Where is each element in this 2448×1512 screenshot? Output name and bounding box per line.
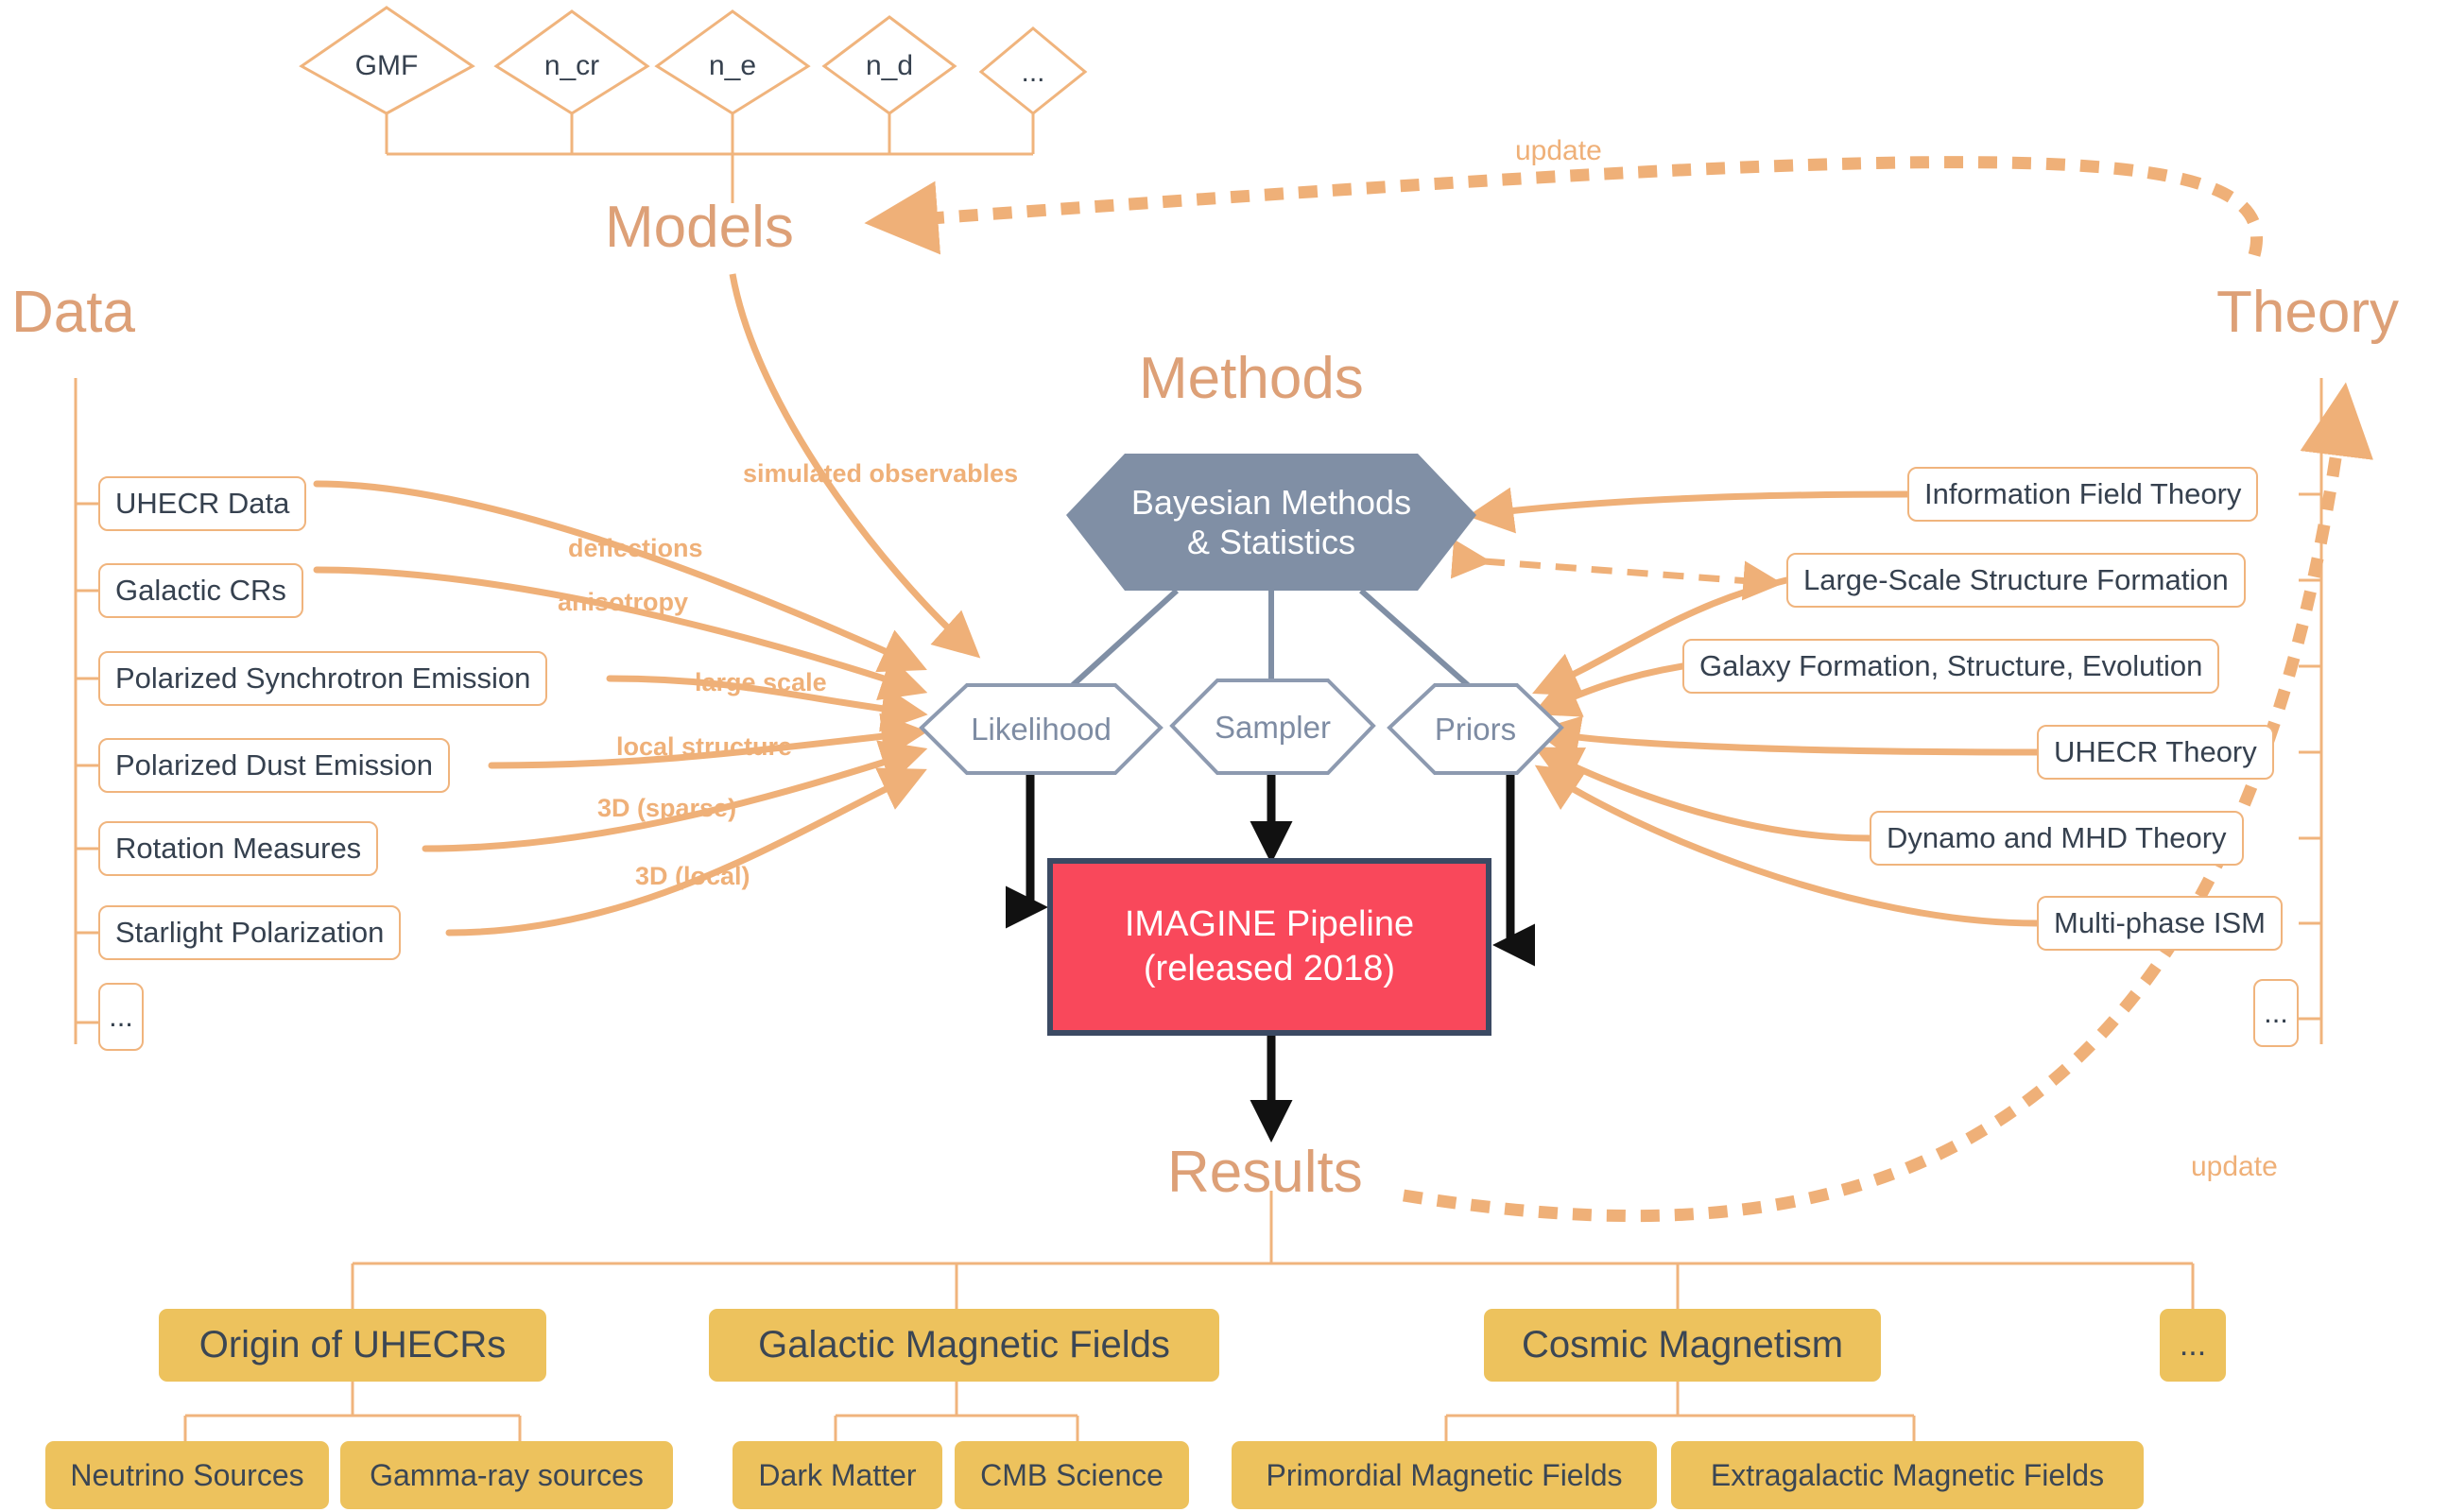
results-box-cmb-science[interactable]: CMB Science [955, 1441, 1189, 1509]
diamond-label-ne: n_e [708, 50, 757, 81]
pipeline-line2: (released 2018) [1143, 949, 1396, 988]
edge-label-deflections: deflections [568, 534, 703, 562]
theory-box-information-field-theory[interactable]: Information Field Theory [1907, 467, 2259, 522]
results-box-galactic-magnetic-fields[interactable]: Galactic Magnetic Fields [709, 1309, 1219, 1382]
models-spine [385, 113, 1035, 203]
theory-box-uhecr-theory[interactable]: UHECR Theory [2037, 725, 2274, 780]
edge-label-3d-sparse: 3D (sparse) [597, 794, 737, 822]
priors-hexagon-shape [1387, 683, 1564, 775]
diamond-label-gmf: GMF [354, 50, 419, 81]
theory-box-large-scale-structure-formation[interactable]: Large-Scale Structure Formation [1786, 553, 2246, 608]
edge-label-3d-local: 3D (local) [635, 862, 750, 890]
update-theory-to-models-arrow [864, 156, 2264, 257]
diamond-nd [821, 15, 957, 115]
data-box-uhecr-data[interactable]: UHECR Data [98, 476, 307, 531]
diamond-gmf [299, 6, 475, 115]
bayesian-line1: Bayesian Methods [1130, 483, 1412, 523]
results-box-gamma-ray-sources[interactable]: Gamma-ray sources [340, 1441, 673, 1509]
edge-label-update-bottom: update [2191, 1151, 2278, 1182]
bayesian-hexagon-shape [1066, 454, 1476, 591]
theory-spine [2299, 378, 2323, 1044]
update-results-to-theory-arrow [1402, 382, 2373, 1223]
data-box-polarized-dust-emission[interactable]: Polarized Dust Emission [98, 738, 450, 793]
data-box-starlight-polarization[interactable]: Starlight Polarization [98, 905, 402, 960]
diamond-ellipsis [978, 26, 1088, 115]
bayesian-lss-dashed-edge [1450, 539, 1784, 601]
diamond-ne [654, 9, 811, 115]
diamond-label-ellipsis: ... [1021, 57, 1045, 88]
data-to-likelihood-edges [313, 480, 928, 936]
likelihood-hexagon-shape [919, 683, 1164, 775]
pipeline-line1: IMAGINE Pipeline [1124, 903, 1415, 944]
section-title-theory: Theory [2216, 280, 2399, 345]
models-to-likelihood-edge [729, 273, 981, 659]
diamond-shapes [299, 6, 1088, 115]
imagine-pipeline-box[interactable]: IMAGINE Pipeline (released 2018) [1047, 858, 1491, 1036]
results-box-neutrino-sources[interactable]: Neutrino Sources [45, 1441, 329, 1509]
results-box-ellipsis[interactable]: ... [2160, 1309, 2226, 1382]
data-box-polarized-synchrotron-emission[interactable]: Polarized Synchrotron Emission [98, 651, 548, 706]
sampler-hexagon-label: Sampler [1215, 710, 1331, 746]
results-box-extragalactic-magnetic-fields[interactable]: Extragalactic Magnetic Fields [1671, 1441, 2144, 1509]
theory-box-ellipsis[interactable]: ... [2253, 979, 2299, 1047]
results-box-primordial-magnetic-fields[interactable]: Primordial Magnetic Fields [1232, 1441, 1657, 1509]
results-box-origin-of-uhecrs[interactable]: Origin of UHECRs [159, 1309, 546, 1382]
priors-hexagon-label: Priors [1434, 711, 1517, 747]
section-title-data: Data [11, 280, 135, 345]
results-box-cosmic-magnetism[interactable]: Cosmic Magnetism [1484, 1309, 1881, 1382]
sampler-hexagon-shape [1169, 679, 1376, 775]
theory-edges [1467, 487, 2041, 927]
diamond-label-ncr: n_cr [543, 50, 600, 81]
theory-box-multi-phase-ism[interactable]: Multi-phase ISM [2037, 896, 2283, 951]
bayesian-line2: & Statistics [1186, 522, 1356, 561]
edge-label-update-top: update [1515, 135, 1602, 166]
edge-label-simulated-observables: simulated observables [743, 459, 1019, 488]
data-spine [74, 378, 98, 1044]
data-box-ellipsis[interactable]: ... [98, 983, 144, 1051]
data-box-galactic-crs[interactable]: Galactic CRs [98, 563, 303, 618]
theory-box-galaxy-formation-structure-evolution[interactable]: Galaxy Formation, Structure, Evolution [1682, 639, 2220, 694]
edge-label-anisotropy: anisotropy [558, 588, 689, 616]
results-box-dark-matter[interactable]: Dark Matter [733, 1441, 942, 1509]
bayesian-children-edges [1070, 588, 1470, 688]
results-tree [183, 1191, 2195, 1441]
diamond-label-nd: n_d [865, 50, 914, 81]
section-title-models: Models [605, 195, 794, 260]
bayesian-hexagon-label: Bayesian Methods & Statistics [1066, 468, 1476, 576]
likelihood-hexagon-label: Likelihood [971, 711, 1112, 747]
data-box-rotation-measures[interactable]: Rotation Measures [98, 821, 379, 876]
theory-box-dynamo-and-mhd-theory[interactable]: Dynamo and MHD Theory [1870, 811, 2244, 866]
edge-label-local-structure: local structure [616, 732, 793, 761]
edge-label-large-scale: large scale [695, 668, 827, 696]
diamond-ncr [493, 9, 650, 115]
section-title-results: Results [1167, 1140, 1363, 1205]
section-title-methods: Methods [1139, 346, 1364, 411]
